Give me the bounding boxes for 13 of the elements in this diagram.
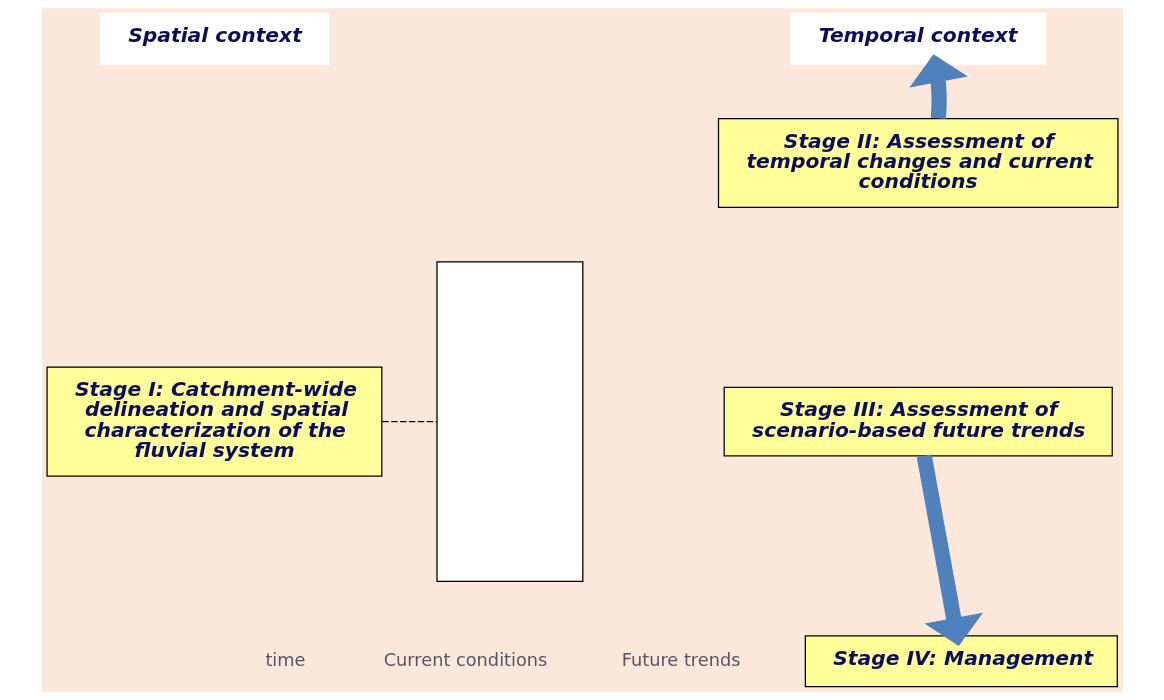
node-box: Temporal context bbox=[789, 12, 1046, 65]
node-box: Stage I: Catchment-wide delineation and spatial characterization of the fluvial system bbox=[45, 366, 382, 477]
connector bbox=[381, 421, 437, 423]
node-box bbox=[435, 261, 583, 583]
node-box: Stage II: Assessment of temporal changes and current conditions bbox=[717, 117, 1119, 208]
arrow bbox=[916, 454, 983, 646]
label: Future trends bbox=[621, 649, 740, 670]
label: time bbox=[264, 649, 306, 670]
node-box: Stage IV: Management bbox=[804, 635, 1118, 688]
node-box: Stage III: Assessment of scenario-based future trends bbox=[723, 386, 1113, 457]
label: Current conditions bbox=[383, 649, 547, 670]
node-box: Spatial context bbox=[99, 12, 329, 65]
arrow bbox=[909, 54, 968, 119]
